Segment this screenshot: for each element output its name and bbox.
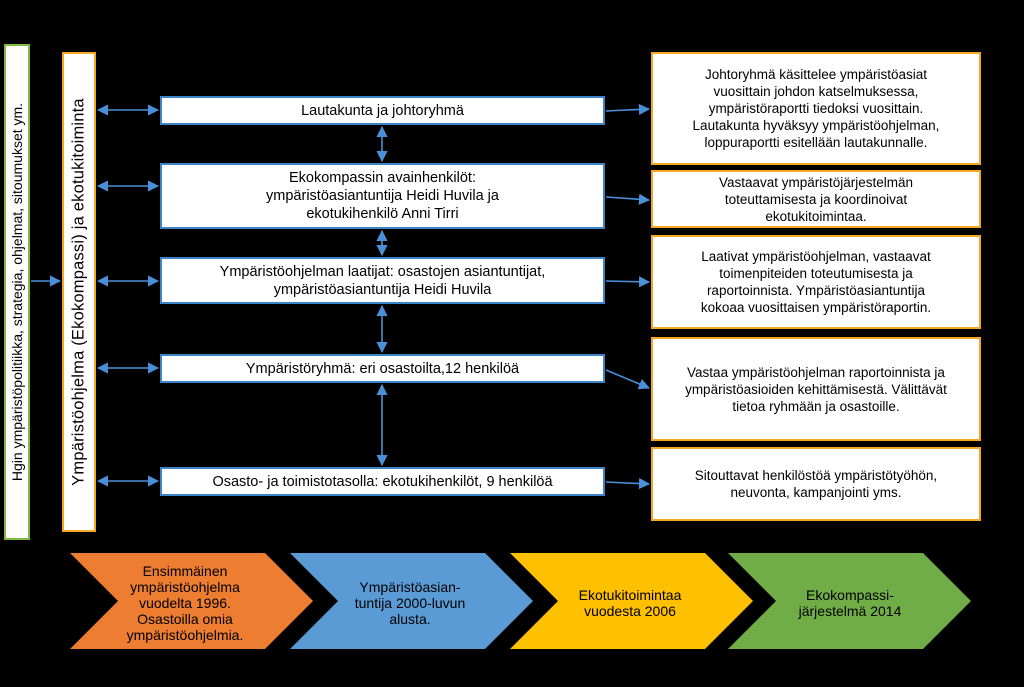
timeline-chevron-2006 [510,553,753,649]
right-box-group-desc: Vastaa ympäristöohjelman raportoinnista … [651,337,981,441]
arrow-center-to-right-0 [605,103,651,116]
right-box-board-desc: Johtoryhmä käsittelee ympäristöasiat vuo… [651,52,981,165]
policy-vertical-box: Hgin ympäristöpolitiikka, strategia, ohj… [4,44,30,540]
center-box-program-authors: Ympäristöohjelman laatijat: osastojen as… [160,257,605,304]
program-vertical-box: Ympäristöohjelma (Ekokompassi) ja ekotuk… [62,52,96,532]
arrow-center-to-right-2 [605,276,651,288]
right-box-authors-desc: Laativat ympäristöohjelman, vastaavat to… [651,235,981,329]
timeline-chevron-1996 [70,553,313,649]
center-box-key-persons: Ekokompassin avainhenkilöt: ympäristöasi… [160,163,605,229]
arrow-center-to-right-1 [605,193,651,205]
center-box-eco-support: Osasto- ja toimistotasolla: ekotukihenki… [160,467,605,496]
right-box-key-persons-desc: Vastaavat ympäristöjärjestelmän toteutta… [651,170,981,228]
right-box-eco-support-desc: Sitouttavat henkilöstöä ympäristötyöhön,… [651,447,981,521]
center-box-environment-group: Ympäristöryhmä: eri osastoilta,12 henkil… [160,354,605,383]
timeline-label-2014: Ekokompassi- järjestelmä 2014 [798,587,902,619]
timeline-chevron-2014 [728,553,971,649]
program-vertical-label: Ympäristöohjelma (Ekokompassi) ja ekotuk… [69,98,88,486]
timeline-label-1996: Ensimmäinen ympäristöohjelma vuodelta 19… [126,563,244,643]
timeline-chevron-2000 [290,553,533,649]
arrow-center-to-right-3 [605,369,651,390]
timeline-label-2000: Ympäristöasian- tuntija 2000-luvun alust… [354,579,466,627]
policy-vertical-label: Hgin ympäristöpolitiikka, strategia, ohj… [9,102,25,482]
center-box-board: Lautakunta ja johtoryhmä [160,96,605,125]
timeline-label-2006: Ekotukitoimintaa vuodesta 2006 [578,587,682,619]
arrow-center-to-right-4 [605,477,651,490]
